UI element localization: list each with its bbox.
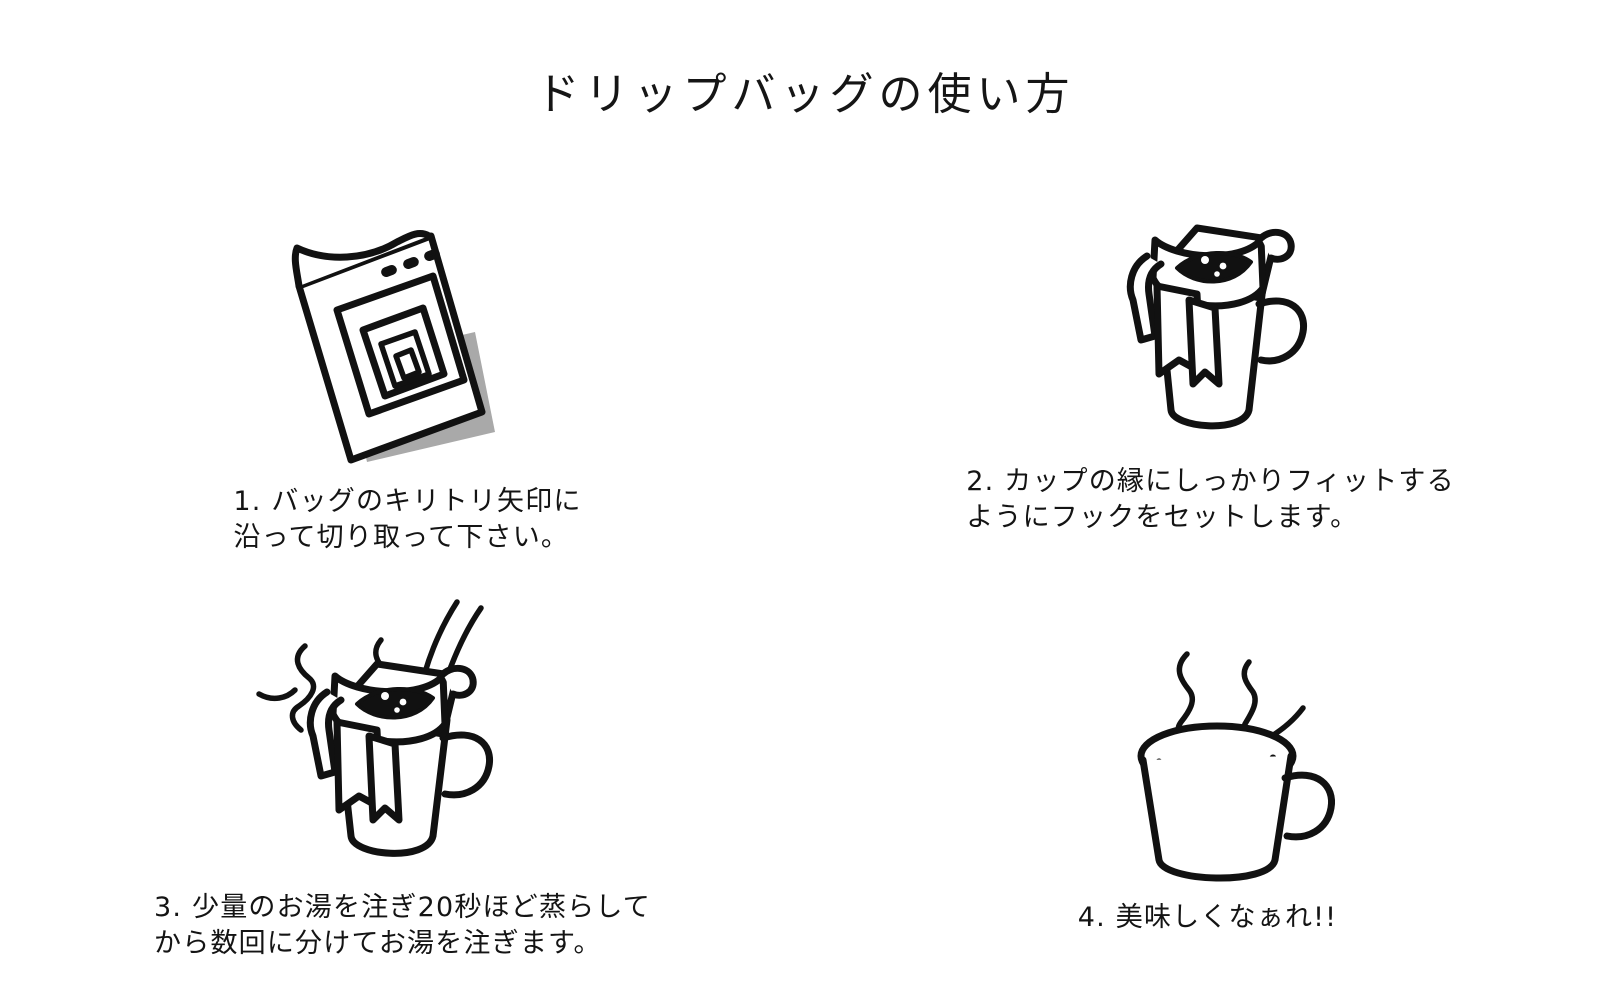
page-title: ドリップバッグの使い方 <box>535 69 1075 120</box>
steps-grid: 1. バッグのキリトリ矢印に 沿って切り取って下さい。 <box>0 160 1610 980</box>
step-3-illustration <box>243 599 543 870</box>
step-2-caption: 2. カップの縁にしっかりフィットする ようにフックをセットします。 <box>966 466 1455 533</box>
step-4: 4. 美味しくなぁれ!! <box>805 570 1610 980</box>
step-3: 3. 少量のお湯を注ぎ20秒ほど蒸らして から数回に分けてお湯を注ぎます。 <box>0 570 805 980</box>
step-2-illustration <box>1093 174 1353 444</box>
step-4-caption: 4. 美味しくなぁれ!! <box>1077 902 1338 933</box>
step-2: 2. カップの縁にしっかりフィットする ようにフックをセットします。 <box>805 160 1610 570</box>
step-4-illustration <box>1093 610 1353 882</box>
step-1: 1. バッグのキリトリ矢印に 沿って切り取って下さい。 <box>0 160 805 570</box>
step-1-illustration <box>263 194 523 464</box>
step-3-caption: 3. 少量のお湯を注ぎ20秒ほど蒸らして から数回に分けてお湯を注ぎます。 <box>154 892 651 959</box>
step-1-caption: 1. バッグのキリトリ矢印に 沿って切り取って下さい。 <box>233 486 582 553</box>
